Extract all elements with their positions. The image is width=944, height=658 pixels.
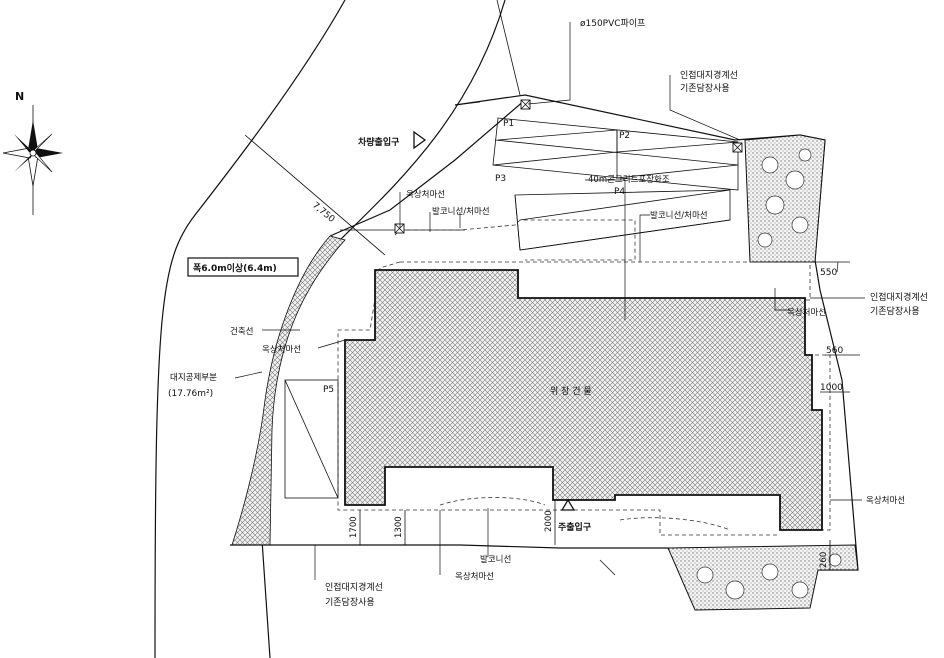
roof-eave-label-1: 옥상처마선 xyxy=(406,189,445,200)
roof-eave-bottom-label: 옥상처마선 xyxy=(455,571,494,582)
pvc-pipe-label: ø150PVC파이프 xyxy=(580,18,645,29)
open-space-label-2: (17.76m²) xyxy=(168,389,213,399)
tree-icon xyxy=(757,148,812,248)
balcony-curve-right xyxy=(619,517,731,531)
parking-p5: P5 xyxy=(323,385,334,395)
dimension-560: 560 xyxy=(826,346,843,356)
drain-marker-icon xyxy=(394,99,743,234)
building-footprint xyxy=(344,269,823,531)
boundary-bottom-label-1: 인접대지경계선 xyxy=(325,581,383,593)
parking-p2: P2 xyxy=(619,131,630,141)
leader-lines xyxy=(234,22,865,580)
dimension-1700: 1700 xyxy=(349,516,359,538)
dimension-line-7750 xyxy=(244,134,386,256)
parking-area-p5 xyxy=(284,379,339,499)
roof-eave-left-label: 옥상처마선 xyxy=(262,344,301,355)
main-entrance-arrow-icon xyxy=(560,498,576,511)
parking-p4: P4 xyxy=(614,187,625,197)
boundary-right-label-2: 기존담장사용 xyxy=(870,305,920,317)
building-label: 위 장 건 물 xyxy=(550,386,592,397)
landscape-area-top xyxy=(744,134,826,263)
north-label: N xyxy=(15,90,24,103)
site-boundary-road xyxy=(329,99,526,237)
road-edge-left xyxy=(154,0,346,658)
balcony-eave-label-2: 발코니선/처마선 xyxy=(650,210,708,221)
road-width-label: 폭6.0m이상(6.4m) xyxy=(193,262,277,274)
dimension-2000: 2000 xyxy=(544,510,554,532)
building-line-label: 건축선 xyxy=(230,326,253,337)
open-space-area xyxy=(231,235,346,546)
boundary-top-label-2: 기존담장사용 xyxy=(680,82,730,94)
roof-eave-right-label: 옥상처마선 xyxy=(787,307,826,318)
vehicle-entrance-arrow-icon xyxy=(413,130,427,150)
dimension-7750: 7,750 xyxy=(310,201,336,225)
roof-eave-line-left xyxy=(337,261,401,511)
north-arrow-icon xyxy=(2,105,63,215)
open-space-label-1: 대지공제부분 xyxy=(170,373,217,383)
dimension-550: 550 xyxy=(820,268,837,278)
boundary-bottom-label-2: 기존담장사용 xyxy=(325,596,375,608)
road-centerline xyxy=(496,0,521,96)
vehicle-entrance-label: 차량출입구 xyxy=(358,136,399,148)
balcony-eave-label-1: 발코니선/처마선 xyxy=(432,206,490,217)
tree-icon-bottom xyxy=(696,553,842,600)
boundary-right-label-1: 인접대지경계선 xyxy=(870,291,928,303)
parking-p1: P1 xyxy=(503,119,514,129)
balcony-eave-line-top xyxy=(394,219,636,261)
balcony-curve xyxy=(439,497,546,506)
concrete-paving-label: 40m콘크리트포장화조 xyxy=(588,174,670,185)
roof-eave-line-right xyxy=(400,261,831,531)
dimension-1300: 1300 xyxy=(394,516,404,538)
main-entrance-label: 주출입구 xyxy=(558,521,591,533)
dimension-260: 260 xyxy=(819,552,829,568)
balcony-line-label: 발코니선 xyxy=(480,554,511,565)
boundary-top-label-1: 인접대지경계선 xyxy=(680,69,738,81)
landscape-area-bottom xyxy=(667,544,859,611)
road-width-box xyxy=(187,257,299,277)
dimension-1000: 1000 xyxy=(820,383,843,393)
roof-eave-line-bottom xyxy=(385,509,780,536)
parking-p3: P3 xyxy=(495,174,506,184)
dimension-lines xyxy=(359,261,860,570)
roof-eave-bottom-right-label: 옥상처마선 xyxy=(866,495,905,506)
